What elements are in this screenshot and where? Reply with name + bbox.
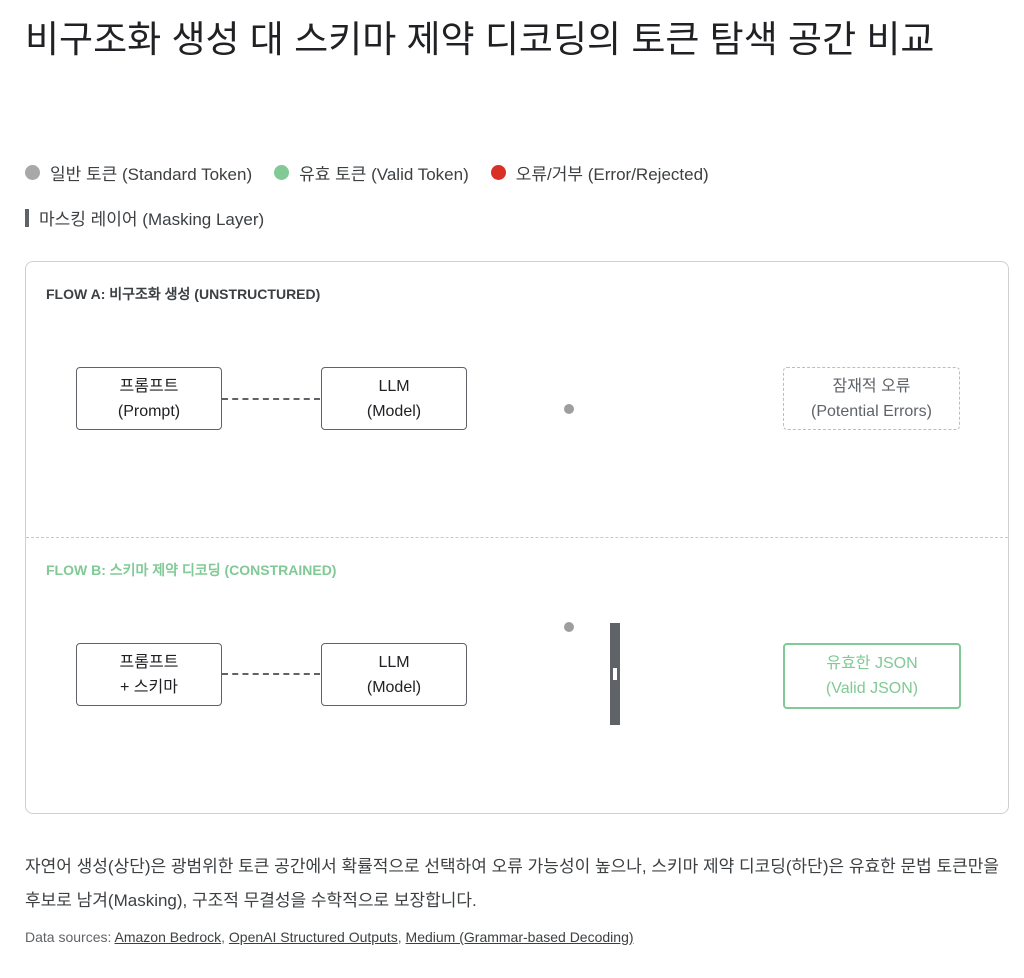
legend-label: 일반 토큰 (Standard Token) [50, 165, 253, 184]
source-link-bedrock[interactable]: Amazon Bedrock [114, 929, 222, 945]
box-line: 프롬프트 [119, 377, 179, 395]
mask-gap [613, 668, 617, 680]
box-line: LLM [378, 653, 410, 671]
box-line: (Potential Errors) [811, 402, 932, 420]
box-line: (Model) [366, 402, 422, 420]
legend-label: 마스킹 레이어 (Masking Layer) [39, 210, 265, 229]
flow-b-label: FLOW B: 스키마 제약 디코딩 (CONSTRAINED) [46, 562, 337, 578]
legend-masking: 마스킹 레이어 (Masking Layer) [25, 205, 264, 230]
box-line: (Prompt) [117, 402, 181, 420]
data-sources: Data sources: Amazon Bedrock, OpenAI Str… [25, 929, 634, 945]
flow-b-connector [222, 673, 320, 675]
flow-a-llm-box: LLM (Model) [321, 367, 467, 430]
flow-a-output-box: 잠재적 오류 (Potential Errors) [783, 367, 960, 430]
red-dot-icon [490, 165, 506, 180]
flow-b-output-box: 유효한 JSON (Valid JSON) [783, 643, 961, 709]
gray-dot-icon [25, 165, 40, 180]
green-dot-icon [274, 165, 290, 180]
standard-token [564, 622, 574, 632]
source-link-medium[interactable]: Medium (Grammar-based Decoding) [405, 929, 634, 945]
masking-layer [610, 623, 620, 725]
box-line: + 스키마 [120, 678, 178, 696]
box-line: 프롬프트 [119, 653, 179, 671]
flow-a-label: FLOW A: 비구조화 생성 (UNSTRUCTURED) [46, 286, 321, 302]
box-line: 잠재적 오류 [832, 377, 911, 395]
flow-a-connector [222, 398, 320, 400]
diagram-card [25, 261, 1009, 814]
box-line: 유효한 JSON [826, 655, 918, 672]
legend-error: 오류/거부 (Error/Rejected) [490, 160, 709, 185]
flow-b-llm-box: LLM (Model) [321, 643, 467, 706]
source-link-openai[interactable]: OpenAI Structured Outputs [228, 929, 398, 945]
page-title: 비구조화 생성 대 스키마 제약 디코딩의 토큰 탐색 공간 비교 [25, 19, 935, 60]
legend-standard: 일반 토큰 (Standard Token) [25, 160, 252, 185]
sources-prefix: Data sources: [25, 929, 115, 945]
legend-label: 유효 토큰 (Valid Token) [299, 165, 469, 184]
flow-a-prompt-box: 프롬프트 (Prompt) [76, 367, 222, 430]
legend: 일반 토큰 (Standard Token) 유효 토큰 (Valid Toke… [25, 160, 731, 185]
legend-label: 오류/거부 (Error/Rejected) [515, 165, 709, 184]
masking-bar-icon [25, 208, 29, 227]
flow-divider [26, 537, 1008, 538]
standard-token [564, 404, 574, 414]
caption: 자연어 생성(상단)은 광범위한 토큰 공간에서 확률적으로 선택하여 오류 가… [25, 857, 1000, 910]
box-line: LLM [378, 377, 410, 395]
box-line: (Model) [366, 678, 422, 696]
legend-valid: 유효 토큰 (Valid Token) [274, 160, 469, 185]
box-line: (Valid JSON) [825, 680, 919, 697]
flow-b-prompt-box: 프롬프트 + 스키마 [76, 643, 222, 706]
